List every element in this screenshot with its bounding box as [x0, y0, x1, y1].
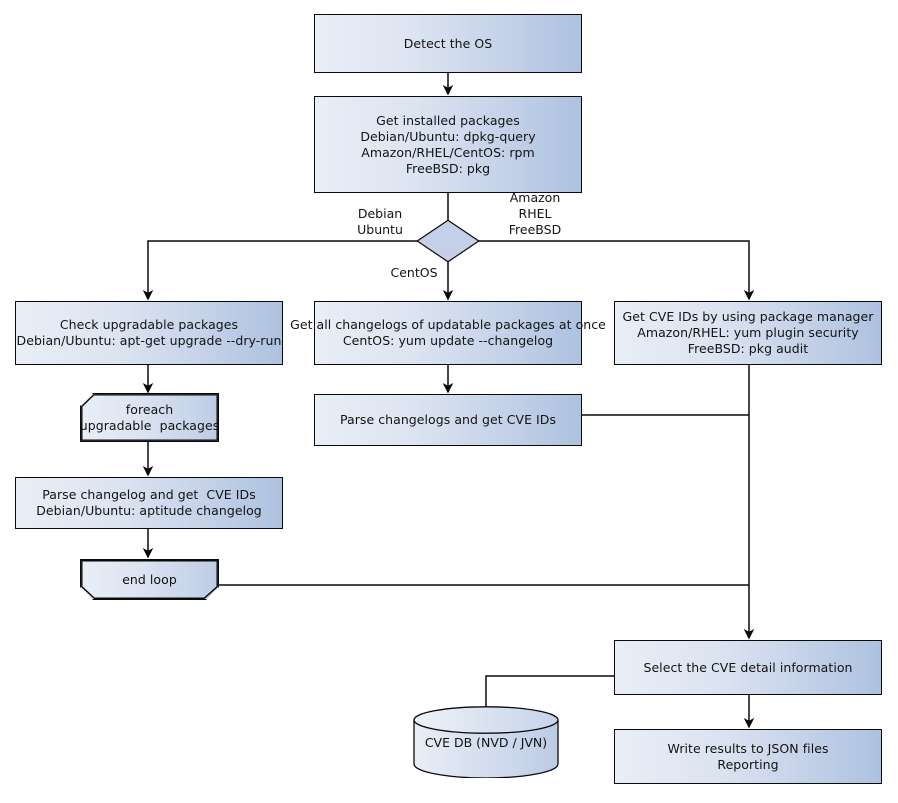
node-os-decision[interactable]: [416, 219, 480, 263]
edge-label-centos: CentOS: [390, 265, 438, 280]
node-get-cve-ids-pkg-manager[interactable]: Get CVE IDs by using package manager Ama…: [614, 301, 882, 365]
node-detect-os-label: Detect the OS: [403, 35, 493, 51]
node-get-installed-packages-label: Get installed packages Debian/Ubuntu: dp…: [360, 112, 536, 176]
node-detect-os[interactable]: Detect the OS: [314, 14, 582, 73]
node-check-upgradable-label: Check upgradable packages Debian/Ubuntu:…: [16, 317, 282, 348]
decision-diamond-shape: [416, 219, 480, 263]
node-parse-changelog-single[interactable]: Parse changelog and get CVE IDs Debian/U…: [15, 477, 283, 529]
edge-decision-to-pkg-manager: [478, 240, 755, 301]
node-get-all-changelogs[interactable]: Get all changelogs of updatable packages…: [290, 301, 606, 365]
node-write-results-label: Write results to JSON files Reporting: [667, 740, 829, 772]
node-write-results[interactable]: Write results to JSON files Reporting: [614, 729, 882, 784]
node-cve-db[interactable]: CVE DB (NVD / JVN): [413, 706, 559, 778]
node-cve-db-label: CVE DB (NVD / JVN): [424, 735, 548, 750]
node-select-cve-detail-label: Select the CVE detail information: [643, 659, 853, 675]
node-parse-changelogs-multi-label: Parse changelogs and get CVE IDs: [339, 412, 557, 427]
node-parse-changelog-single-label: Parse changelog and get CVE IDs Debian/U…: [36, 487, 262, 518]
node-check-upgradable[interactable]: Check upgradable packages Debian/Ubuntu:…: [15, 301, 283, 365]
node-get-cve-ids-pkg-manager-label: Get CVE IDs by using package manager Ama…: [622, 309, 874, 356]
edge-decision-to-check-upgradable: [142, 240, 418, 301]
node-foreach-loop-label: foreach upgradable packages: [79, 401, 220, 433]
node-foreach-loop[interactable]: foreach upgradable packages: [80, 393, 219, 442]
node-get-installed-packages[interactable]: Get installed packages Debian/Ubuntu: dp…: [314, 96, 582, 193]
node-select-cve-detail[interactable]: Select the CVE detail information: [614, 640, 882, 695]
node-end-loop-label: end loop: [122, 571, 177, 587]
edge-label-debian-ubuntu: Debian Ubuntu: [357, 206, 403, 237]
node-end-loop[interactable]: end loop: [80, 559, 219, 600]
edge-label-amazon-rhel-freebsd: Amazon RHEL FreeBSD: [508, 190, 562, 237]
node-parse-changelogs-multi[interactable]: Parse changelogs and get CVE IDs: [314, 394, 582, 446]
cve-db-cylinder-shape: [413, 706, 559, 778]
node-get-all-changelogs-label: Get all changelogs of updatable packages…: [290, 317, 606, 348]
